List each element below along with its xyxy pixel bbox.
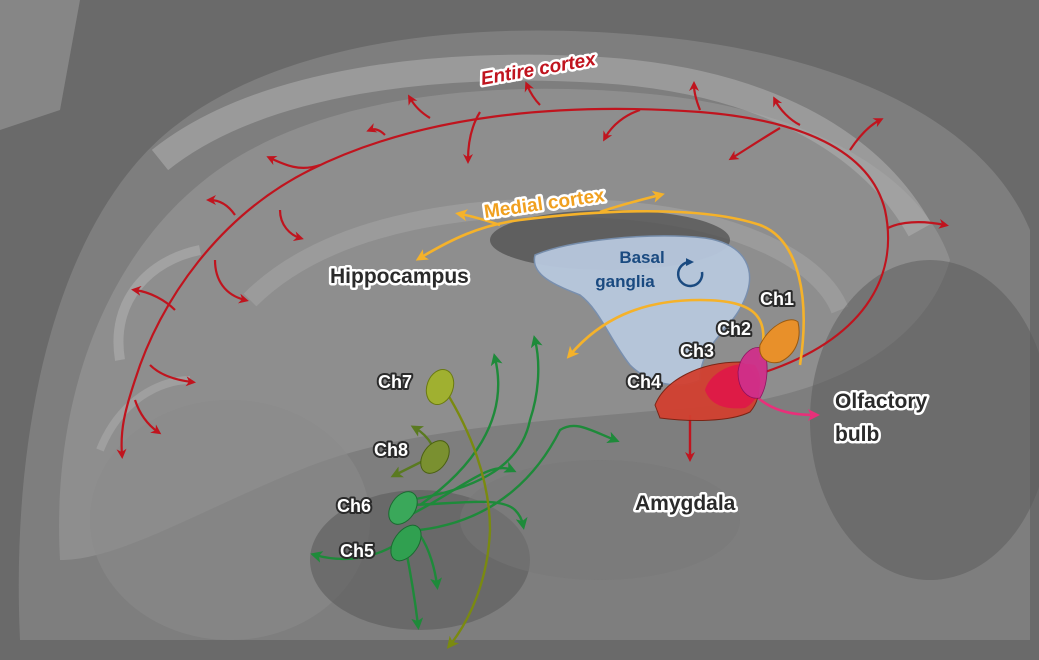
ch5-label: Ch5 [340, 541, 374, 561]
ch8-label: Ch8 [374, 440, 408, 460]
ch2-nucleus [737, 347, 768, 399]
ch4-label: Ch4 [627, 372, 661, 392]
ch5-ch6-projections [310, 335, 620, 630]
ch7-label: Ch7 [378, 372, 412, 392]
entire-cortex-projections [116, 81, 949, 459]
hippocampus-label: Hippocampus [330, 265, 469, 288]
ch7-nucleus [425, 369, 455, 405]
circular-arrow-icon [676, 258, 704, 288]
ch2-label: Ch2 [717, 319, 751, 339]
ch7-projection [443, 389, 492, 649]
olfactory-bulb-label-line1: Olfactory [835, 390, 928, 413]
basal-ganglia-label-line1: Basal [619, 248, 664, 267]
ch1-nucleus [759, 319, 800, 364]
olfactory-projection [754, 394, 820, 421]
ch1-label: Ch1 [760, 289, 794, 309]
ch6-nucleus [388, 491, 418, 525]
medial-cortex-projections [415, 190, 805, 366]
ch8-nucleus [420, 440, 450, 474]
basal-ganglia-region [533, 235, 751, 386]
olfactory-bulb-label-line2: bulb [835, 423, 879, 446]
ch5-nucleus [390, 524, 422, 562]
ch6-label: Ch6 [337, 496, 371, 516]
basal-ganglia-label-line2: ganglia [595, 272, 655, 291]
ch3-label: Ch3 [680, 341, 714, 361]
amygdala-label: Amygdala [635, 492, 736, 515]
